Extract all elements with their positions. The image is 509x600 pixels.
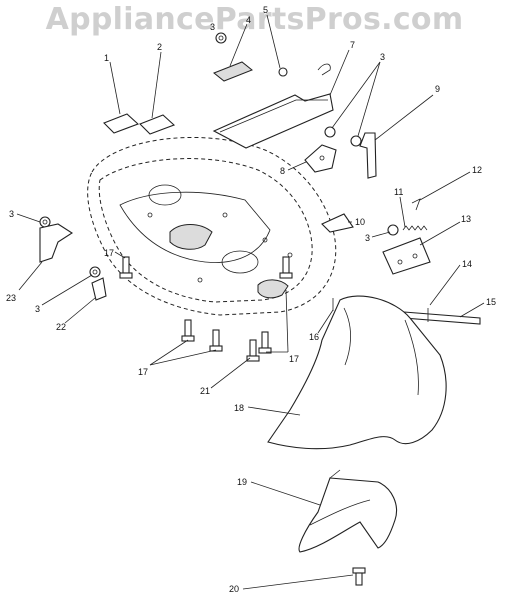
callout-14: 14: [462, 259, 472, 269]
callout-19: 19: [237, 477, 247, 487]
part-18-chute[interactable]: [267, 295, 447, 450]
callout-13: 13: [461, 214, 471, 224]
part-3-nut-lower-left[interactable]: [89, 266, 101, 278]
callout-10: 10: [355, 217, 365, 227]
callout-3b: 3: [380, 52, 385, 62]
part-19-deflector[interactable]: [298, 469, 397, 553]
callout-12: 12: [472, 165, 482, 175]
part-4-plate[interactable]: [213, 61, 253, 82]
callout-20: 20: [229, 584, 239, 594]
callout-21: 21: [200, 386, 210, 396]
part-2-decal[interactable]: [139, 114, 176, 135]
part-5-nut[interactable]: [215, 32, 288, 77]
callout-8: 8: [280, 166, 285, 176]
part-12-spring[interactable]: [411, 198, 421, 211]
callout-2: 2: [157, 42, 162, 52]
callout-16: 16: [309, 332, 319, 342]
callout-17b: 17: [138, 367, 148, 377]
part-3-nut-upper[interactable]: [324, 126, 362, 147]
part-17-bolt[interactable]: [119, 256, 293, 354]
leader-lines: [16, 14, 485, 590]
watermark: AppliancePartsPros.com: [45, 2, 464, 37]
callout-5: 5: [263, 5, 268, 15]
callout-3e: 3: [35, 304, 40, 314]
callout-17a: 17: [104, 248, 114, 258]
callout-23: 23: [6, 293, 16, 303]
part-23-bracket[interactable]: [39, 223, 74, 263]
callout-18: 18: [234, 403, 244, 413]
callout-9: 9: [435, 84, 440, 94]
part-11-spring[interactable]: [402, 225, 428, 231]
part-10-decal[interactable]: [321, 213, 354, 233]
mower-deck: [87, 136, 337, 316]
part-13-hinge[interactable]: [382, 237, 431, 275]
part-8-bracket[interactable]: [304, 144, 337, 173]
part-20-bolt[interactable]: [352, 567, 366, 586]
part-3-nut-left[interactable]: [39, 216, 51, 228]
part-9-bracket[interactable]: [359, 132, 377, 179]
part-22-bracket[interactable]: [91, 277, 107, 301]
callout-1: 1: [104, 53, 109, 63]
callout-7: 7: [350, 40, 355, 50]
callout-11: 11: [394, 187, 403, 197]
part-1-decal[interactable]: [103, 113, 140, 134]
part-21-bolt[interactable]: [246, 339, 260, 362]
callout-15: 15: [486, 297, 496, 307]
callout-4: 4: [246, 15, 251, 25]
callout-22: 22: [56, 322, 66, 332]
part-3-nut-right[interactable]: [387, 224, 399, 236]
callout-17c: 17: [289, 354, 299, 364]
callout-3c: 3: [365, 233, 370, 243]
callout-labels: 1 2 3 4 5 7 3 9 8 12 11 3 10 13 3 17 14 …: [6, 5, 496, 594]
callout-3d: 3: [9, 209, 14, 219]
callout-3: 3: [210, 22, 215, 32]
